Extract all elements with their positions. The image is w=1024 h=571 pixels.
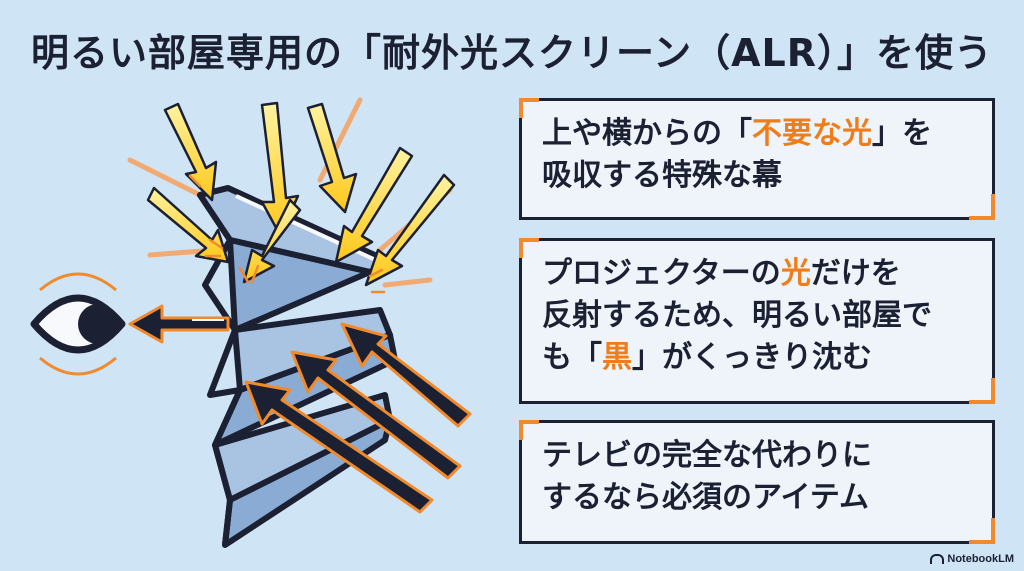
eye-icon	[30, 272, 126, 376]
card-text-segment: 」がくっきり沈む	[632, 340, 872, 375]
absorption-sparks	[188, 174, 386, 294]
card-line: 吸収する特殊な幕	[542, 155, 972, 197]
card-text: プロジェクターの光だけを反射するため、明るい部屋でも「黒」がくっきり沈む	[542, 253, 972, 379]
notebooklm-logo-icon	[930, 554, 945, 564]
card-line: も「黒」がくっきり沈む	[542, 337, 972, 379]
card-text-segment: 吸収する特殊な幕	[542, 158, 782, 193]
card-corner-accent	[969, 518, 995, 544]
card-line: プロジェクターの光だけを	[542, 253, 972, 295]
card-text-segment: プロジェクターの	[542, 256, 781, 291]
info-card-essential: テレビの完全な代わりにするなら必須のアイテム	[519, 420, 995, 544]
card-text-segment: 」を	[872, 116, 932, 151]
card-text-segment: するなら必須のアイテム	[542, 480, 869, 515]
card-text-segment: 上や横からの「	[542, 116, 752, 151]
projector-light-arrows	[128, 304, 472, 514]
card-text: テレビの完全な代わりにするなら必須のアイテム	[542, 435, 972, 519]
highlighted-text: 光	[780, 256, 811, 291]
alr-screen-illustration	[30, 97, 472, 548]
card-line: するなら必須のアイテム	[542, 477, 972, 519]
card-text-segment: も「	[542, 340, 602, 375]
highlighted-text: 黒	[602, 340, 632, 375]
card-line: 上や横からの「不要な光」を	[542, 113, 972, 155]
footer-brand: NotebookLM	[930, 553, 1014, 565]
card-line: 反射するため、明るい部屋で	[542, 295, 972, 337]
card-corner-accent	[969, 194, 995, 220]
card-corner-accent	[519, 238, 539, 258]
info-card-reflect: プロジェクターの光だけを反射するため、明るい部屋でも「黒」がくっきり沈む	[519, 238, 995, 404]
card-corner-accent	[519, 98, 539, 118]
info-card-absorb: 上や横からの「不要な光」を吸収する特殊な幕	[519, 98, 995, 220]
card-text-segment: 反射するため、明るい部屋で	[542, 298, 932, 333]
card-corner-accent	[519, 420, 539, 440]
highlighted-text: 不要な光	[752, 116, 872, 151]
page-title: 明るい部屋専用の「耐外光スクリーン（ALR）」を使う	[31, 31, 993, 75]
card-line: テレビの完全な代わりに	[542, 435, 972, 477]
card-text: 上や横からの「不要な光」を吸収する特殊な幕	[542, 113, 972, 197]
card-text-segment: だけを	[810, 256, 901, 291]
unwanted-light-arrows	[146, 101, 456, 287]
footer-brand-text: NotebookLM	[947, 553, 1014, 565]
card-text-segment: テレビの完全な代わりに	[542, 438, 872, 473]
card-corner-accent	[969, 378, 995, 404]
